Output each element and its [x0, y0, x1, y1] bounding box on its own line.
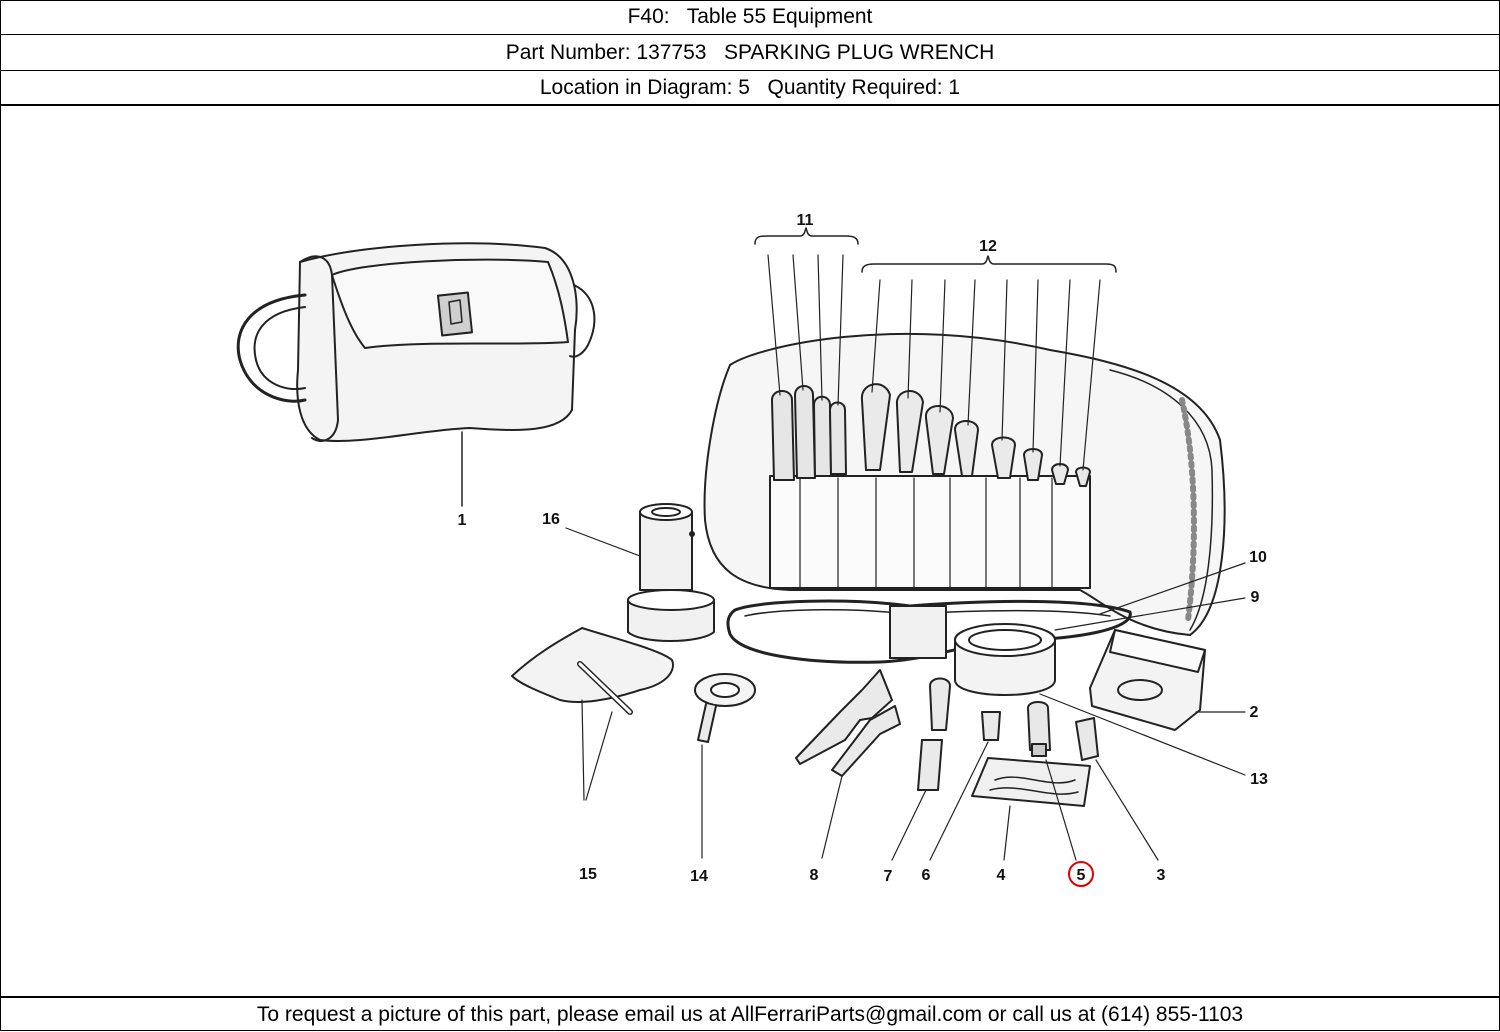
sparking-plug-wrench-drawing: [1027, 701, 1077, 861]
cloth-drawing: [971, 757, 1091, 861]
callout-8: 8: [810, 867, 819, 884]
callout-5: 5: [1077, 867, 1086, 884]
callout-10: 10: [1249, 549, 1267, 566]
belt-and-filter-drawing: [726, 562, 1246, 776]
equipment-diagram: 1 2 3 4 5 6 7 8 9 10 11 12 13 14 15 16: [236, 212, 1268, 887]
callout-2: 2: [1250, 704, 1259, 721]
callout-4: 4: [997, 867, 1006, 884]
page-title: F40: Table 55 Equipment: [1, 0, 1499, 35]
callout-15: 15: [579, 866, 597, 883]
socket-cylinder-drawing: [565, 503, 715, 642]
tool-bag-drawing: [236, 242, 596, 507]
ratchet-drawing: [891, 677, 951, 861]
callout-12: 12: [979, 238, 997, 255]
tool-roll-drawing: [703, 227, 1226, 636]
plug-socket-drawing: [1075, 717, 1159, 861]
small-socket-drawing: [929, 711, 1001, 861]
callout-13: 13: [1250, 771, 1268, 788]
location-quantity-line: Location in Diagram: 5 Quantity Required…: [1, 71, 1499, 106]
callout-1: 1: [458, 512, 467, 529]
callout-3: 3: [1157, 867, 1166, 884]
callout-14: 14: [690, 868, 708, 885]
spark-plug-bag-drawing: [511, 627, 674, 801]
highlight-circle: [1068, 861, 1094, 887]
callout-6: 6: [922, 867, 931, 884]
callout-11: 11: [797, 212, 814, 229]
callout-7: 7: [884, 868, 893, 885]
case-drawing: [1089, 629, 1246, 731]
part-number-line: Part Number: 137753 SPARKING PLUG WRENCH: [1, 36, 1499, 71]
callout-16: 16: [542, 511, 560, 528]
contact-footer: To request a picture of this part, pleas…: [1, 996, 1499, 1032]
eye-bolt-drawing: [694, 673, 756, 859]
pliers-drawing: [795, 669, 901, 859]
callout-9: 9: [1251, 589, 1260, 606]
